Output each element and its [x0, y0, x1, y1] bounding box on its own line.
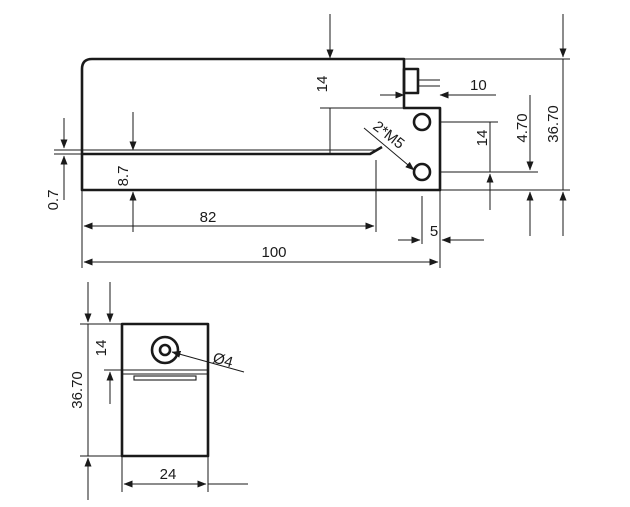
dim-side-height: 36.70 [69, 371, 86, 409]
dim-depth-top: 14 [314, 76, 331, 93]
dim-side-width: 24 [160, 466, 177, 483]
side-body-outline [120, 322, 210, 458]
dim-side-hole: Ø4 [211, 350, 235, 372]
dim-edge-offset: 5 [430, 223, 438, 240]
dim-pin-width: 10 [470, 77, 487, 94]
dim-thread-callout: 2*M5 [370, 118, 408, 153]
dim-length-gap: 82 [200, 209, 217, 226]
dim-slot-width: 0.7 [45, 190, 62, 211]
dim-hole-spacing: 14 [474, 130, 491, 147]
dim-height-total: 36.70 [545, 105, 562, 143]
dim-hole-offset: 4.70 [514, 113, 531, 142]
front-slot [82, 145, 383, 156]
front-hole-lower [412, 162, 432, 182]
front-connector [402, 67, 420, 95]
side-view [120, 322, 210, 458]
side-hole-inner [158, 343, 172, 357]
side-slot-inner [133, 375, 197, 381]
side-hole-outer [150, 335, 180, 365]
dim-side-depth: 14 [93, 340, 110, 357]
side-dimensions: 36.70 14 Ø4 24 [69, 282, 248, 500]
dim-width-total: 100 [261, 244, 286, 261]
front-dimensions: 14 10 14 4.70 36.70 0.7 8.7 [45, 14, 570, 268]
front-hole-upper [412, 112, 432, 132]
dim-lower-height: 8.7 [115, 166, 132, 187]
